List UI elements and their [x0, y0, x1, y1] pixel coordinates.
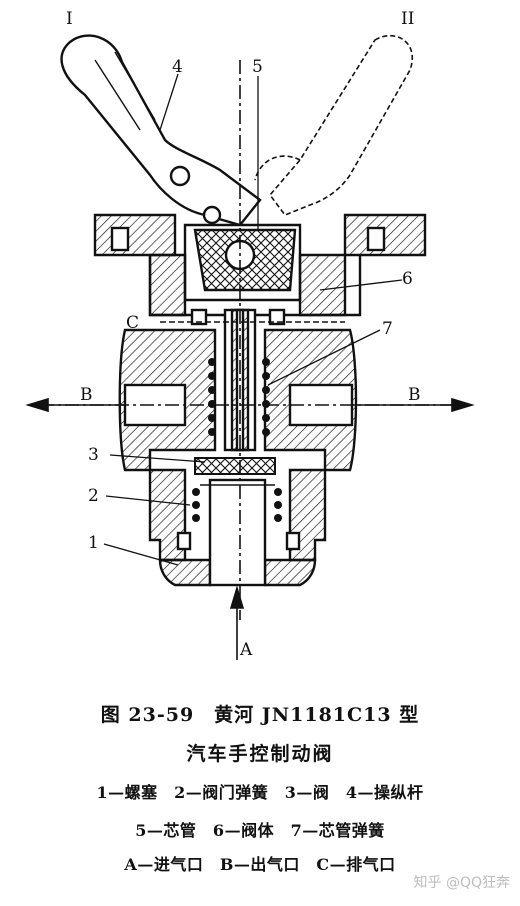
label-position-I: I — [66, 9, 73, 29]
label-part-3: 3 — [88, 445, 99, 465]
legend-line-2: 5—芯管 6—阀体 7—芯管弹簧 — [135, 821, 385, 840]
valve-lower-body — [148, 468, 327, 587]
label-port-B-right: B — [408, 385, 421, 405]
label-part-4: 4 — [172, 57, 183, 77]
legend-line-1: 1—螺塞 2—阀门弹簧 3—阀 4—操纵杆 — [96, 783, 424, 802]
figure-title: 图 23-59 黄河 JN1181C13 型 — [100, 704, 420, 726]
flow-arrows — [25, 60, 475, 660]
valve-body — [118, 308, 358, 472]
valve-head — [148, 223, 347, 317]
leader-lines — [103, 73, 403, 566]
label-part-7: 7 — [382, 319, 393, 339]
valve-cross-section-diagram: I II 4 5 6 C 7 B B 3 2 1 A — [25, 9, 475, 660]
label-port-B-left: B — [80, 385, 93, 405]
valve-door-spring — [192, 488, 282, 522]
label-part-5: 5 — [252, 57, 263, 77]
lever-position-II — [254, 35, 413, 216]
lever-position-I — [60, 34, 262, 227]
legend-line-3: A—进气口 B—出气口 C—排气口 — [124, 855, 396, 874]
label-port-A: A — [239, 640, 253, 660]
label-part-1: 1 — [88, 533, 99, 553]
watermark: 知乎 @QQ狂奔 — [413, 875, 511, 891]
label-position-II: II — [401, 9, 414, 29]
valve-disc — [194, 457, 276, 475]
label-part-6: 6 — [402, 269, 413, 289]
core-tube-spring — [208, 358, 270, 436]
label-port-C: C — [126, 313, 139, 333]
label-part-2: 2 — [88, 486, 99, 506]
figure-subtitle: 汽车手控制动阀 — [186, 743, 334, 765]
